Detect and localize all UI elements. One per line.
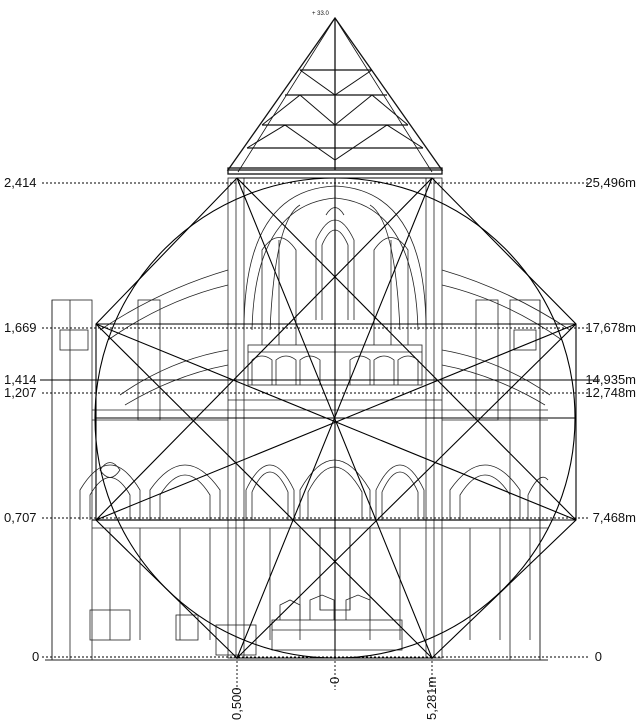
ridge-elevation-label: + 33.0	[312, 11, 330, 17]
height-label: 25,496m	[585, 175, 636, 190]
ratio-label: 0,707	[4, 510, 37, 525]
roof-truss	[226, 16, 444, 175]
bottom-dimension-label: 5,281m	[424, 676, 439, 720]
height-label: 0	[594, 649, 602, 664]
height-label: 14,935m	[585, 372, 636, 387]
bottom-dimension-label: 0,500	[229, 687, 244, 720]
bottom-dimension-label: 0	[327, 676, 342, 684]
ratio-label: 1,669	[4, 320, 37, 335]
ratio-label: 2,414	[4, 175, 37, 190]
measurement-leaders	[42, 182, 588, 690]
ratio-label: 1,207	[4, 385, 37, 400]
height-label: 17,678m	[585, 320, 636, 335]
height-label: 7,468m	[592, 510, 636, 525]
ratio-label: 0	[32, 649, 40, 664]
height-label: 12,748m	[585, 385, 636, 400]
ratio-label: 1,414	[4, 372, 37, 387]
